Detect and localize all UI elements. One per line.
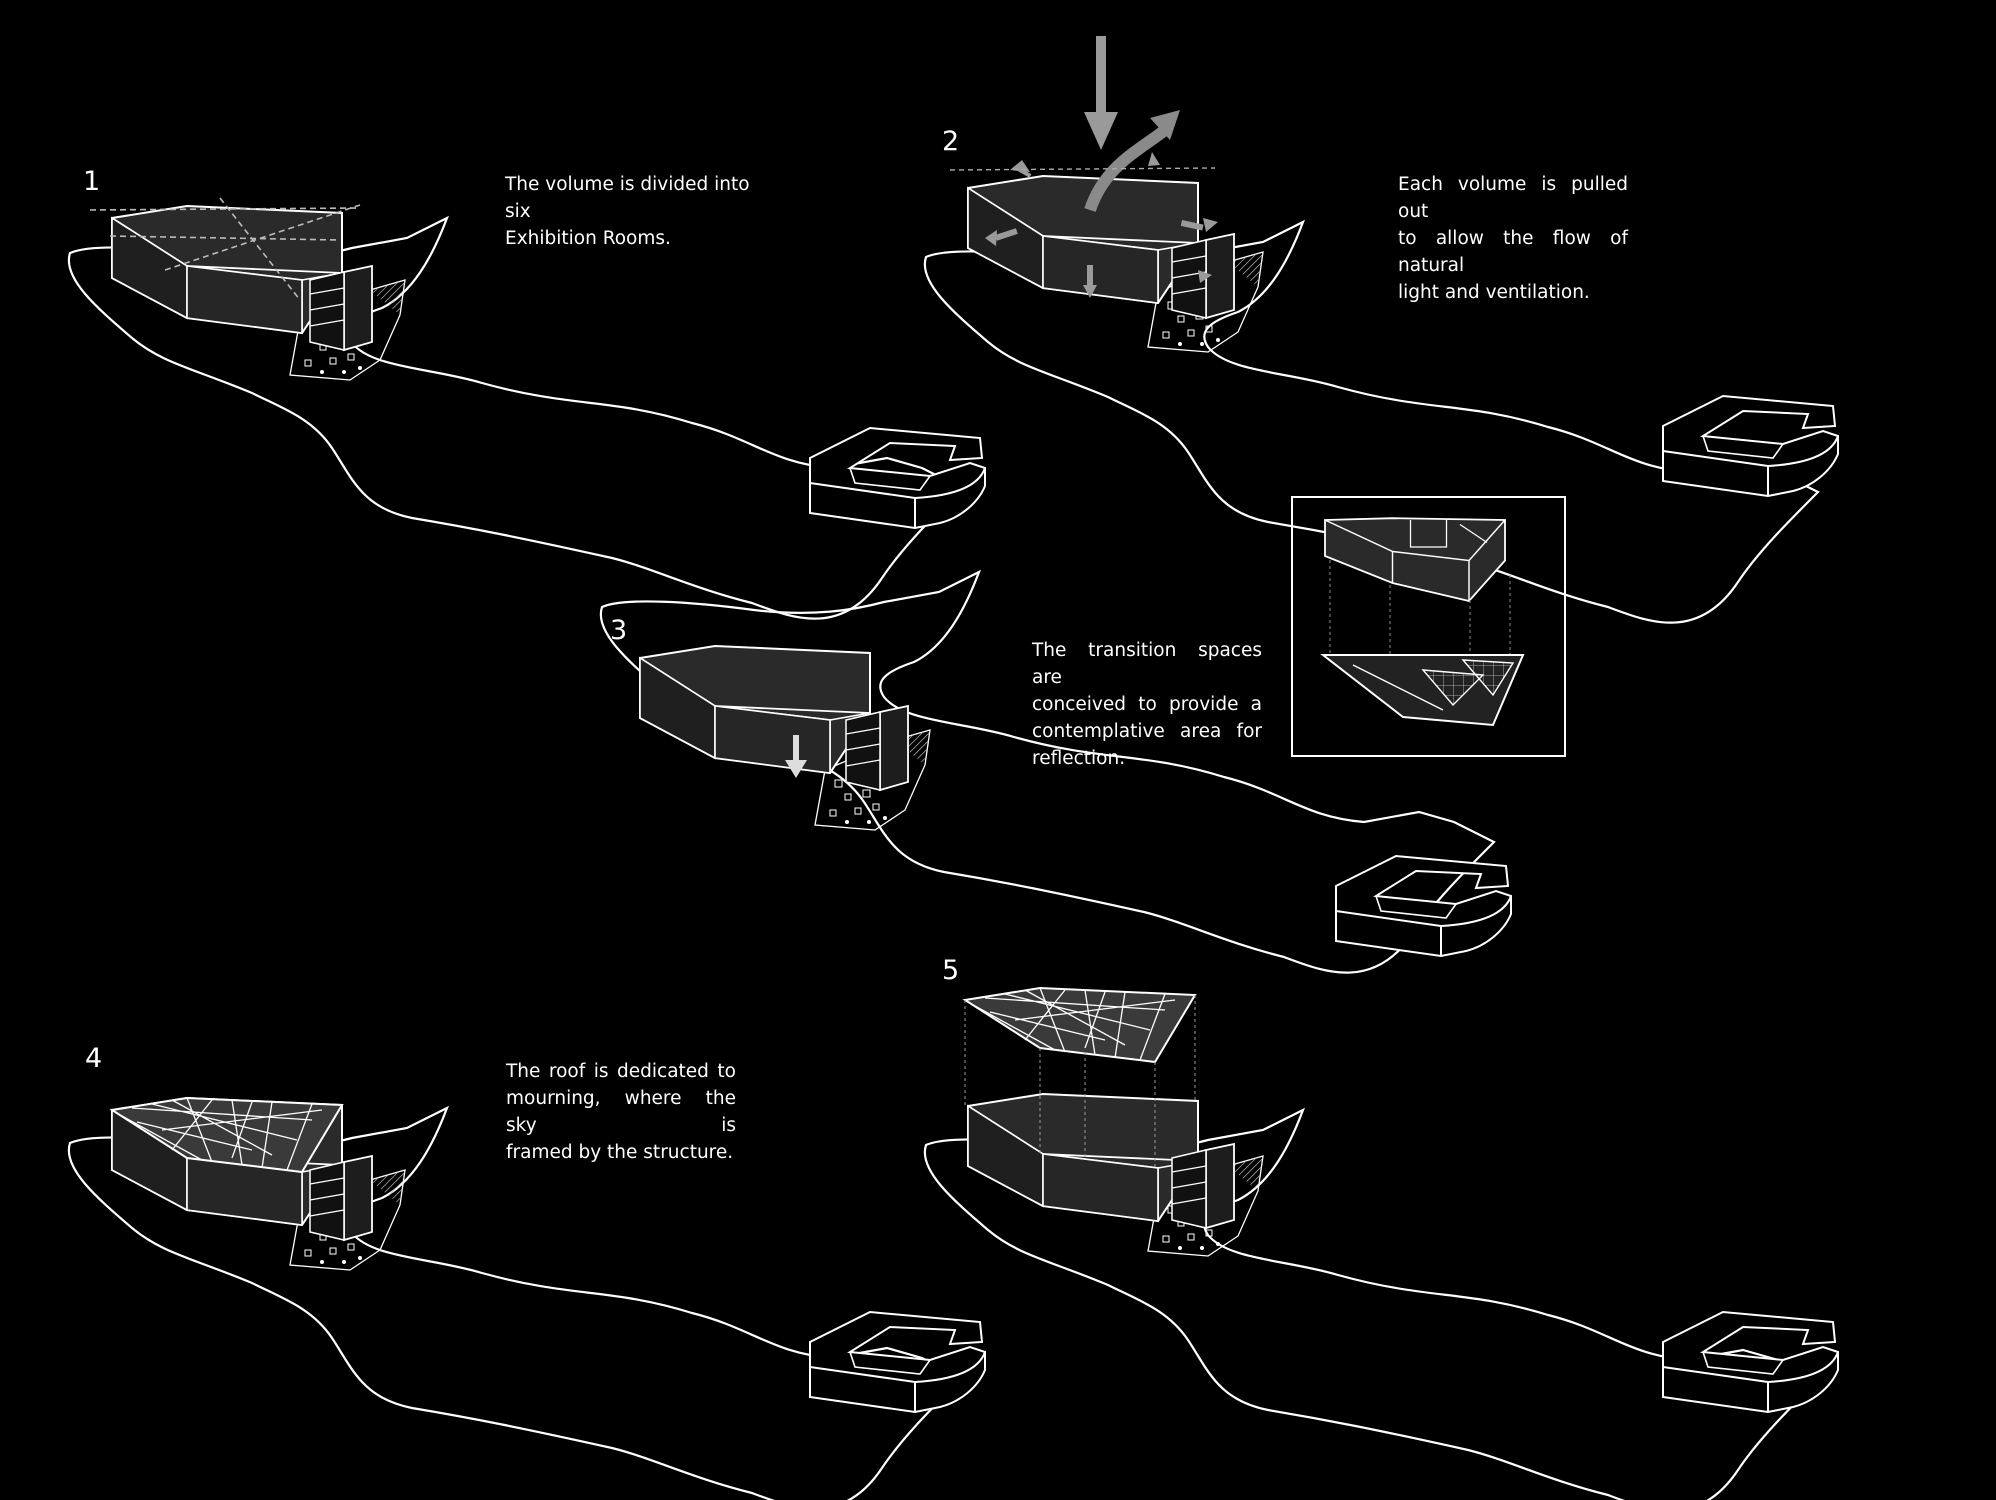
step-5-diagram <box>923 987 1839 1500</box>
step-2-description: Each volume is pulled out to allow the f… <box>1398 174 1628 303</box>
pull-out-arrows-icon <box>985 152 1218 298</box>
step-1-diagram <box>67 197 986 620</box>
downward-arrow-icon <box>1084 36 1118 150</box>
transition-spaces-inset <box>1291 496 1566 757</box>
step-number-3: 3 <box>610 615 628 646</box>
step-1-description: The volume is divided into six Exhibitio… <box>505 174 750 249</box>
step-number-4: 4 <box>85 1043 103 1074</box>
step-4-description: The roof is dedicated to mourning, where… <box>506 1061 736 1163</box>
step-number-5: 5 <box>942 955 960 986</box>
down-arrow-icon <box>785 735 807 778</box>
step-number-1: 1 <box>83 166 101 197</box>
curved-arrow-icon <box>1084 110 1180 213</box>
step-2-diagram <box>923 36 1839 624</box>
step-3-diagram <box>599 570 1512 974</box>
step-3-description: The transition spaces are conceived to p… <box>1032 640 1262 769</box>
step-number-2: 2 <box>942 126 960 157</box>
